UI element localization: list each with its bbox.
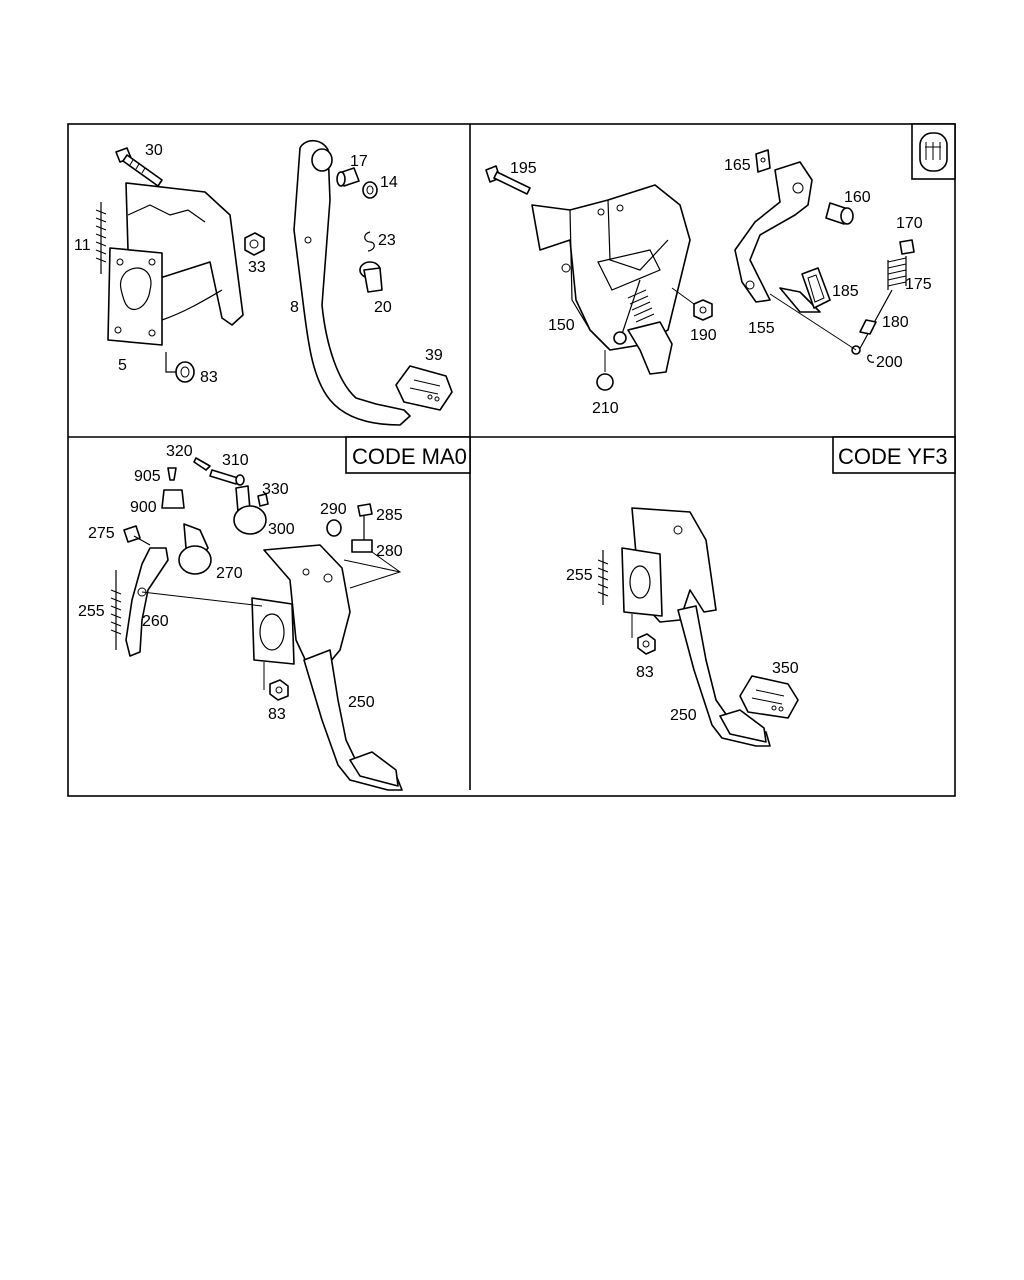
callout-185: 185 xyxy=(832,283,859,300)
bolt-30-drawing xyxy=(115,147,163,187)
callout-23: 23 xyxy=(378,232,396,249)
callout-33: 33 xyxy=(248,259,266,276)
nut-83-drawing-br xyxy=(631,614,656,655)
nut-190-drawing xyxy=(671,287,713,321)
panel-top-right xyxy=(485,149,915,391)
pedal-8-drawing xyxy=(293,139,411,426)
bracket-150-drawing xyxy=(531,184,691,375)
callout-255-bl: 255 xyxy=(78,603,105,620)
spring-255-drawing-br xyxy=(597,550,609,605)
bolt-195-drawing xyxy=(485,165,531,195)
rod-180-drawing xyxy=(851,289,893,355)
callout-180: 180 xyxy=(882,314,909,331)
bushing-83-drawing xyxy=(165,352,195,383)
callout-83-br: 83 xyxy=(636,664,654,681)
callout-300: 300 xyxy=(268,521,295,538)
pin-20-drawing xyxy=(359,261,383,293)
callout-190: 190 xyxy=(690,327,717,344)
bushing-14-drawing xyxy=(362,181,378,199)
spring-175-drawing xyxy=(887,256,907,290)
pin-160-drawing xyxy=(825,202,854,225)
spring-255-drawing xyxy=(110,570,122,650)
callout-900: 900 xyxy=(130,499,157,516)
callout-8: 8 xyxy=(290,299,299,316)
clip-170-drawing xyxy=(899,239,915,255)
callout-250-bl: 250 xyxy=(348,694,375,711)
bracket-165-drawing xyxy=(755,149,771,173)
hardware-cluster-drawing xyxy=(123,457,373,575)
pin-17-drawing xyxy=(336,167,360,187)
lever-260-drawing xyxy=(125,547,169,657)
bracket-5-drawing xyxy=(107,182,244,346)
clip-200-drawing xyxy=(867,354,875,363)
callout-150: 150 xyxy=(548,317,575,334)
code-label-yf3: CODE YF3 xyxy=(838,444,948,469)
code-box-ma0: CODE MA0 xyxy=(345,436,471,474)
callout-260: 260 xyxy=(142,613,169,630)
spring-11-drawing xyxy=(95,202,107,274)
callout-210: 210 xyxy=(592,400,619,417)
pedal-250-drawing xyxy=(251,544,403,791)
pad-39-drawing xyxy=(395,365,453,411)
nut-33-drawing xyxy=(244,232,265,256)
callout-39: 39 xyxy=(425,347,443,364)
callout-905: 905 xyxy=(134,468,161,485)
callout-17: 17 xyxy=(350,153,368,170)
callout-175: 175 xyxy=(905,276,932,293)
callout-155: 155 xyxy=(748,320,775,337)
callout-170: 170 xyxy=(896,215,923,232)
pad-350-drawing xyxy=(739,675,799,719)
bushing-210-drawing xyxy=(596,350,614,391)
gear-shift-icon xyxy=(911,123,956,180)
pad-185-drawing xyxy=(801,267,831,309)
callout-285: 285 xyxy=(376,507,403,524)
callout-160: 160 xyxy=(844,189,871,206)
callout-11: 11 xyxy=(74,237,91,254)
callout-330: 330 xyxy=(262,481,289,498)
callout-200: 200 xyxy=(876,354,903,371)
clip-23-drawing xyxy=(364,231,375,252)
callout-350: 350 xyxy=(772,660,799,677)
callout-290: 290 xyxy=(320,501,347,518)
callout-310: 310 xyxy=(222,452,249,469)
pedal-155-drawing xyxy=(734,161,821,313)
callout-83-bl: 83 xyxy=(268,706,286,723)
panel-bottom-right xyxy=(597,507,799,747)
callout-195: 195 xyxy=(510,160,537,177)
callout-5: 5 xyxy=(118,357,127,374)
panel-top-left xyxy=(95,139,453,426)
callout-14: 14 xyxy=(380,174,398,191)
callout-255-br: 255 xyxy=(566,567,593,584)
nut-83-drawing-bl xyxy=(263,662,289,701)
callout-83: 83 xyxy=(200,369,218,386)
callout-320: 320 xyxy=(166,443,193,460)
callout-30: 30 xyxy=(145,142,163,159)
callout-280: 280 xyxy=(376,543,403,560)
callout-270: 270 xyxy=(216,565,243,582)
callout-250-br: 250 xyxy=(670,707,697,724)
callout-165: 165 xyxy=(724,157,751,174)
panel-bottom-left xyxy=(110,457,403,791)
code-box-yf3: CODE YF3 xyxy=(832,436,956,474)
pedal-250-drawing-br xyxy=(621,507,771,747)
callout-20: 20 xyxy=(374,299,392,316)
code-label-ma0: CODE MA0 xyxy=(352,444,467,469)
callout-275: 275 xyxy=(88,525,115,542)
